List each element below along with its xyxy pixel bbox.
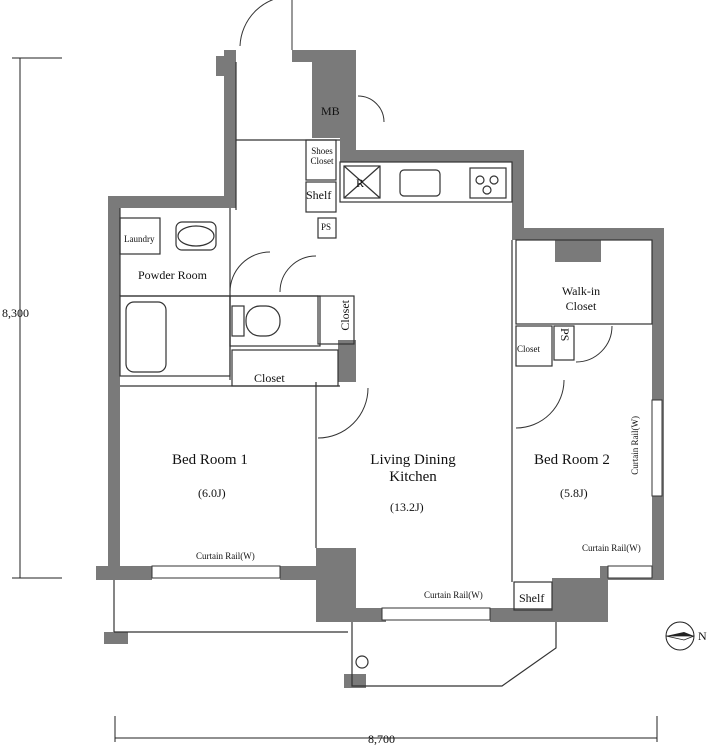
shelf-bed2-label: Shelf xyxy=(519,591,545,605)
ps-entry-label: PS xyxy=(321,222,332,232)
north-label: N xyxy=(698,629,707,643)
bedroom2-size: (5.8J) xyxy=(560,486,588,500)
ldk-size: (13.2J) xyxy=(390,500,424,514)
windows xyxy=(151,399,663,621)
curtain-rail-bed1: Curtain Rail(W) xyxy=(196,551,255,561)
shoes-closet-label: Shoes Closet xyxy=(310,146,334,166)
ps-bed2-label: PS xyxy=(558,328,572,342)
exterior-walls xyxy=(96,50,664,688)
laundry-label: Laundry xyxy=(124,234,155,244)
dimension-height-label: 8,300 xyxy=(2,306,29,320)
ldk-name: Living Dining Kitchen xyxy=(370,452,456,485)
powder-room-label: Powder Room xyxy=(138,268,207,282)
bedroom2-name: Bed Room 2 xyxy=(534,452,610,468)
dimension-width-label: 8,700 xyxy=(368,732,395,746)
dimension-vertical xyxy=(12,57,62,579)
compass-icon xyxy=(665,621,695,651)
curtain-rail-bed2: Curtain Rail(W) xyxy=(582,543,641,553)
door-swings xyxy=(229,0,613,439)
closet-vertical-label: Closet xyxy=(338,300,352,331)
interior-walls xyxy=(113,62,653,687)
curtain-rail-bed2-side: Curtain Rail(W) xyxy=(630,416,640,475)
refrigerator-label: R xyxy=(356,176,365,190)
closet-bed2-label: Closet xyxy=(517,344,541,354)
shelf-entry-label: Shelf xyxy=(306,188,332,202)
walkin-closet-label: Walk-in Closet xyxy=(561,284,601,313)
curtain-rail-ldk: Curtain Rail(W) xyxy=(424,590,483,600)
closet-hall-label: Closet xyxy=(254,371,285,385)
dimension-horizontal xyxy=(114,716,658,742)
bedroom1-size: (6.0J) xyxy=(198,486,226,500)
mb-label: MB xyxy=(321,104,340,118)
bedroom1-name: Bed Room 1 xyxy=(172,452,248,468)
